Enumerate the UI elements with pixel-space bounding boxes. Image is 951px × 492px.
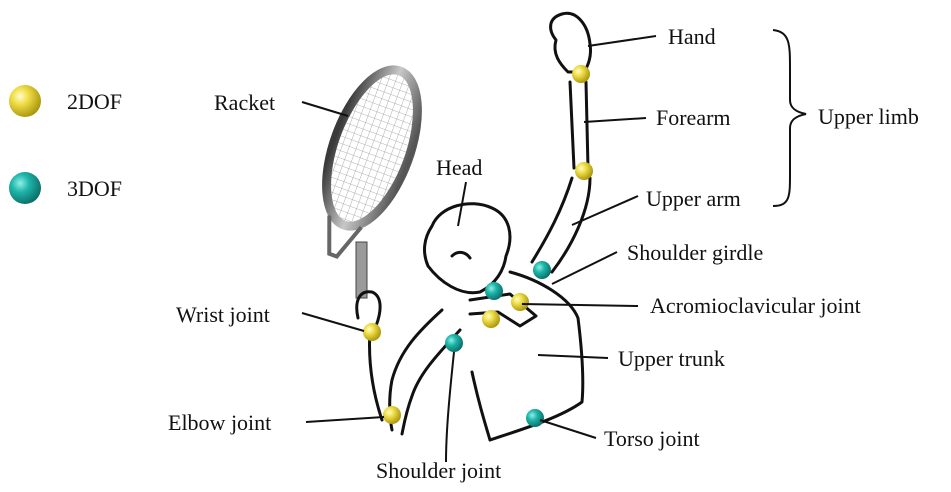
legend-2dof-label: 2DOF [67,89,122,114]
label-elbow-joint: Elbow joint [168,410,271,435]
shoulder-joint-leader [446,352,454,462]
label-acromioclavicular-joint: Acromioclavicular joint [650,293,861,318]
elbow-leader [306,417,384,422]
legend-2dof-marker [9,85,41,117]
legend: 2DOF 3DOF [9,85,122,204]
labels: Hand Forearm Upper limb Upper arm Racket… [168,24,919,483]
forearm-leader [584,118,646,122]
racket-leader [302,102,348,116]
wrist-leader [302,313,364,331]
upper-arm-leader [572,196,638,225]
wrist-joint-2dof [363,323,381,341]
label-upper-arm: Upper arm [646,186,741,211]
shoulder-joint-3dof [445,334,463,352]
label-wrist-joint: Wrist joint [176,302,270,327]
label-shoulder-joint: Shoulder joint [376,458,501,483]
label-upper-limb: Upper limb [818,104,919,129]
torso-leader [540,420,596,438]
elbow-joint-2dof [383,406,401,424]
acromioclavicular-joint-2dof [511,293,529,311]
upper-trunk-leader [538,355,608,358]
shoulder-girdle-joint-3dof [533,261,551,279]
label-forearm: Forearm [656,105,731,130]
hand-joint-2dof [572,65,590,83]
legend-3dof-marker [9,172,41,204]
label-shoulder-girdle: Shoulder girdle [627,240,763,265]
racket-handle [356,242,367,298]
elbow-upper-joint-2dof [575,162,593,180]
label-upper-trunk: Upper trunk [618,346,725,371]
hand-leader [588,36,656,46]
neck-joint-3dof [485,282,503,300]
label-torso-joint: Torso joint [604,426,700,451]
label-racket: Racket [214,90,275,115]
label-head: Head [436,155,482,180]
label-hand: Hand [668,24,716,49]
torso-joint-3dof [526,409,544,427]
racket-illustration [297,58,435,298]
upper-limb-brace [773,30,806,206]
acromioclavicular-leader [522,304,638,306]
legend-3dof-label: 3DOF [67,176,122,201]
left-acromioclavicular-joint-2dof [482,310,500,328]
